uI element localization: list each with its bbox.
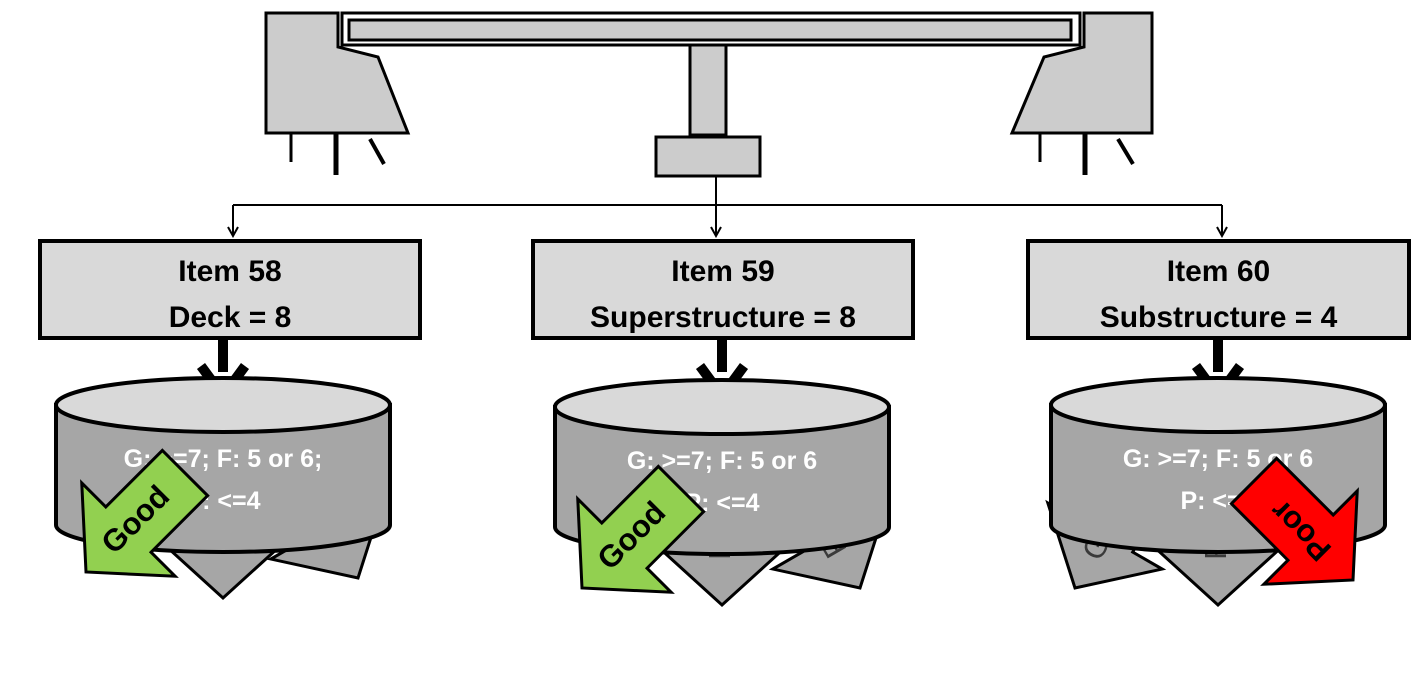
pier-column: [688, 43, 728, 137]
item-box: [38, 239, 422, 340]
left-abutment: [264, 11, 411, 135]
cylinder-top: [1049, 376, 1387, 434]
item-rating: Superstructure = 8: [590, 301, 856, 334]
bridge-deck-inner: [347, 18, 1073, 42]
cylinder-top: [54, 376, 392, 434]
item-title: Item 58: [178, 255, 281, 288]
arrow-shape: [1229, 456, 1359, 586]
pier-footing: [654, 135, 762, 178]
connector-lines: [233, 176, 1222, 236]
left-pile-3: [368, 138, 386, 165]
right-abutment: [1009, 11, 1154, 135]
item-rating: Deck = 8: [169, 301, 292, 334]
cylinder-top: [553, 378, 891, 436]
item-title: Item 59: [671, 255, 774, 288]
item-title: Item 60: [1167, 255, 1270, 288]
arrow-shape: [80, 448, 210, 578]
item-box: [1026, 239, 1411, 340]
right-pile-3: [1116, 137, 1135, 166]
bridge-illustration: [264, 11, 1154, 178]
item-rating: Substructure = 4: [1100, 301, 1338, 334]
arrow-shape: [576, 464, 706, 594]
